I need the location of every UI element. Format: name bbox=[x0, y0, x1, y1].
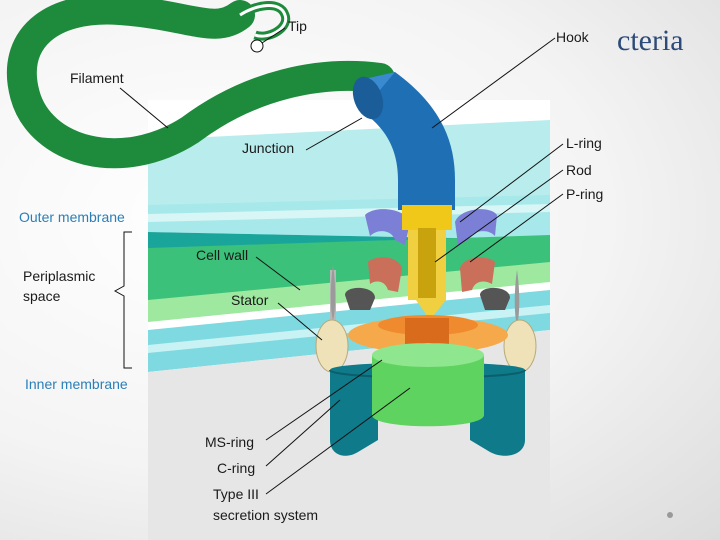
label-p-ring: P-ring bbox=[566, 186, 603, 202]
label-type3-1: Type III bbox=[213, 486, 259, 502]
label-l-ring: L-ring bbox=[566, 135, 602, 151]
label-stator: Stator bbox=[231, 292, 269, 308]
cell-panel bbox=[148, 100, 550, 540]
label-tip: Tip bbox=[288, 18, 307, 34]
label-ms-ring: MS-ring bbox=[205, 434, 254, 450]
label-filament: Filament bbox=[70, 70, 124, 86]
slide-dot bbox=[667, 512, 673, 518]
hook bbox=[352, 72, 455, 210]
label-c-ring: C-ring bbox=[217, 460, 255, 476]
type3-secretion-system bbox=[372, 343, 484, 427]
label-cell-wall: Cell wall bbox=[196, 247, 248, 263]
ms-ring bbox=[348, 315, 508, 353]
label-rod: Rod bbox=[566, 162, 592, 178]
leader-lines bbox=[119, 27, 564, 495]
tip-marker bbox=[250, 39, 264, 53]
p-ring bbox=[368, 257, 495, 292]
label-type3-2: secretion system bbox=[213, 507, 318, 523]
label-periplasmic-1: Periplasmic bbox=[23, 268, 95, 284]
rod bbox=[402, 205, 452, 320]
stator-right bbox=[503, 270, 537, 373]
filament bbox=[6, 0, 395, 169]
periplasmic-brace bbox=[113, 231, 132, 369]
label-junction: Junction bbox=[242, 140, 294, 156]
slide-title-fragment: cteria bbox=[617, 24, 684, 57]
label-hook: Hook bbox=[556, 29, 590, 45]
label-outer-membrane: Outer membrane bbox=[19, 209, 125, 225]
label-periplasmic-2: space bbox=[23, 288, 61, 304]
label-inner-membrane: Inner membrane bbox=[25, 376, 128, 392]
